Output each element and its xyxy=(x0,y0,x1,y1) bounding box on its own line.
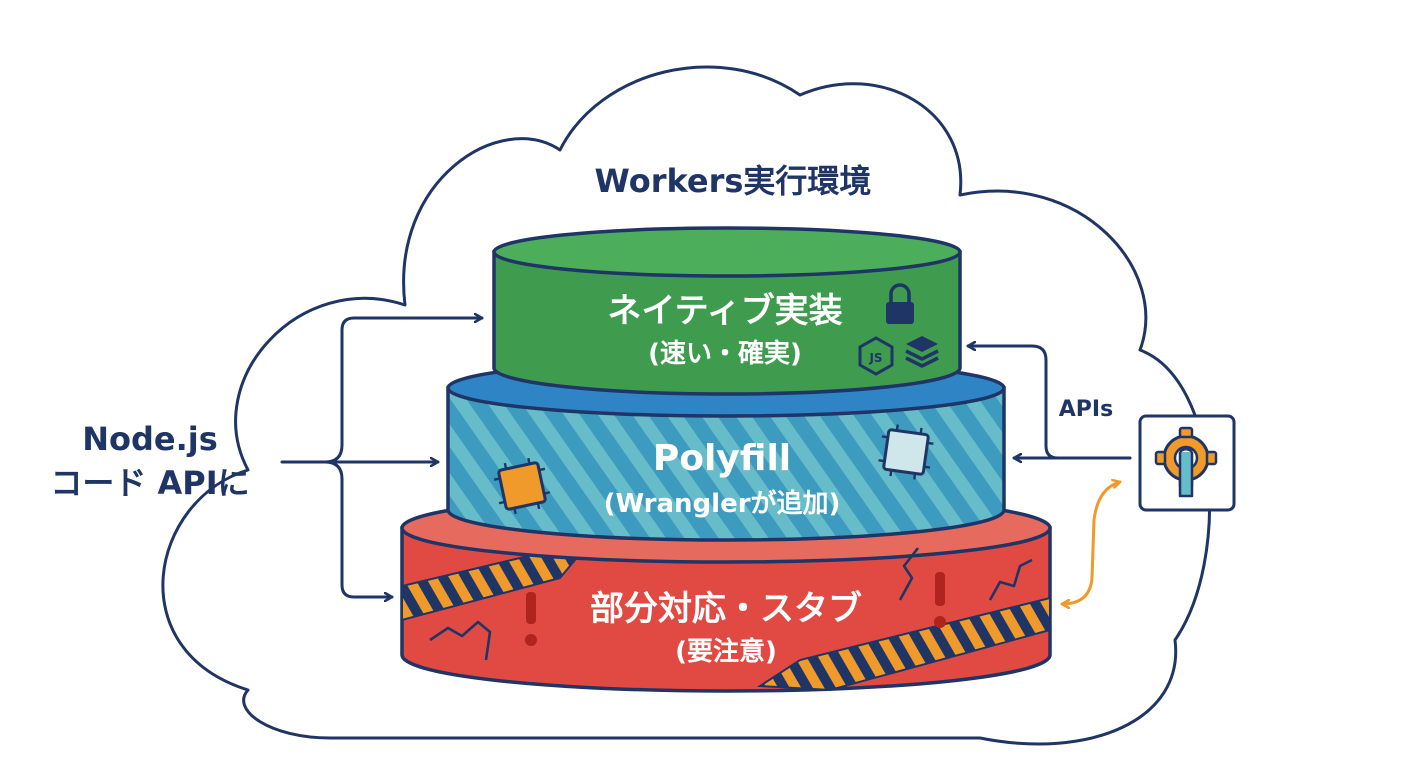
warning-icon xyxy=(525,592,537,646)
lock-icon xyxy=(886,283,914,324)
source-label-line2: コード APIに xyxy=(50,464,249,502)
apis-box xyxy=(1138,414,1236,512)
layer-polyfill-title: Polyfill xyxy=(653,438,791,479)
layer-partial-title: 部分対応・スタブ xyxy=(590,589,862,629)
crack-icon xyxy=(898,547,920,601)
partial-api-arrow xyxy=(1060,482,1122,604)
layer-native-subtitle: (速い・確実) xyxy=(648,338,802,369)
patch-icon xyxy=(493,457,551,515)
source-arrows xyxy=(280,318,484,597)
cloud-outline xyxy=(161,65,1211,746)
apis-label: APIs xyxy=(1059,397,1113,422)
crack-icon xyxy=(429,620,492,661)
gear-wrench-icon xyxy=(1154,426,1218,498)
layer-polyfill-subtitle: (Wranglerが追加) xyxy=(604,488,841,519)
svg-text:JS: JS xyxy=(868,351,882,365)
warning-icon xyxy=(934,572,946,628)
hazard-tape-right xyxy=(756,596,1051,692)
patch-icon xyxy=(878,424,934,480)
layer-partial-subtitle: (要注意) xyxy=(675,636,777,667)
layer-native: JS ネイティブ実装 (速い・確実) xyxy=(492,226,962,396)
api-arrows xyxy=(966,346,1132,458)
layer-native-title: ネイティブ実装 xyxy=(607,291,842,331)
crack-icon xyxy=(988,558,1033,601)
environment-title: Workers実行環境 xyxy=(595,162,872,200)
hazard-tape-left xyxy=(401,546,588,622)
source-label-line1: Node.js xyxy=(82,420,218,458)
layers-icon xyxy=(905,336,939,368)
nodejs-icon: JS xyxy=(858,336,894,376)
